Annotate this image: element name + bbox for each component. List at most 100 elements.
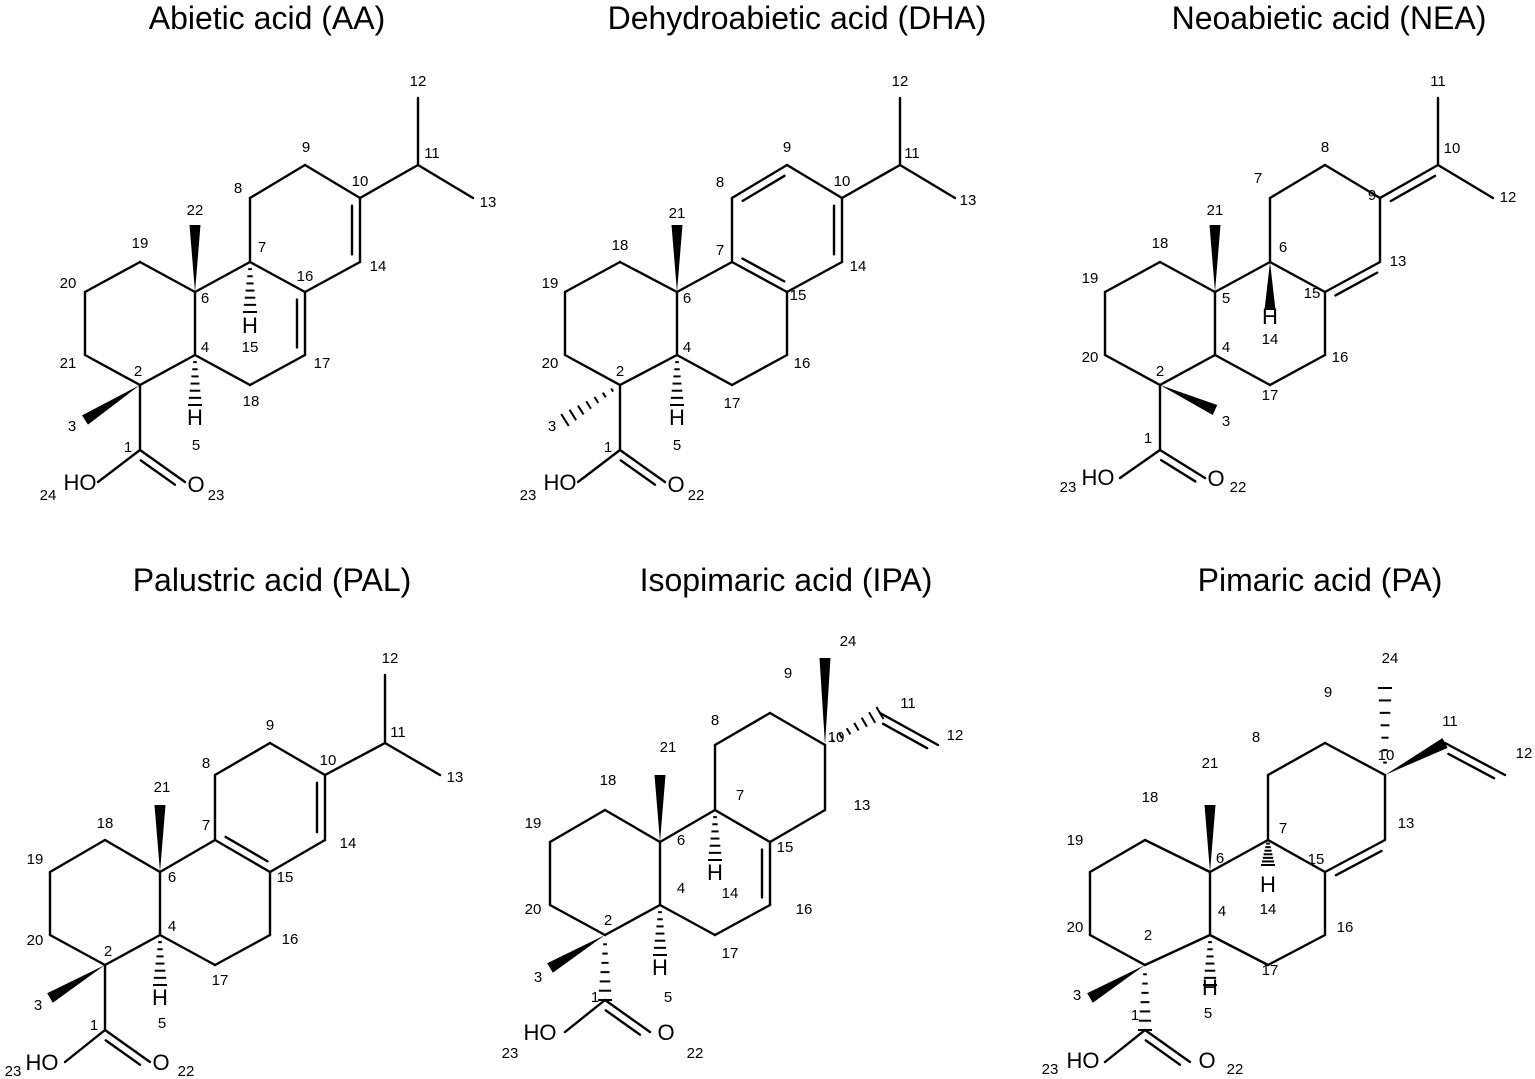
atom-number-label: 10 [828, 729, 845, 746]
bond-line [213, 933, 272, 967]
wedge-bond [547, 935, 605, 973]
atom-number-label: 20 [27, 932, 44, 949]
atom-number-label: 16 [297, 268, 314, 285]
hash-bond [860, 717, 868, 728]
atom-number-label: 2 [604, 912, 612, 929]
atom-number-label: 11 [424, 145, 440, 162]
bond-line [548, 808, 607, 844]
bond-line [785, 260, 844, 294]
bond-line [158, 838, 217, 874]
atom-number-label: 11 [390, 724, 406, 741]
atom-number-label: 16 [1332, 349, 1349, 366]
hydrogen-label: H [1202, 975, 1218, 1000]
atom-number-label: 7 [258, 239, 266, 256]
hash-bond [568, 409, 577, 421]
atom-number-label: 19 [1082, 270, 1099, 287]
atom-number-label: 23 [208, 487, 225, 504]
bond-line [268, 741, 327, 777]
bond-line [675, 353, 734, 387]
bond-line [193, 353, 252, 387]
hash-bond [845, 727, 852, 735]
panel-title-pa: Pimaric acid (PA) [1197, 562, 1443, 598]
atom-number-label: 16 [282, 931, 299, 948]
atom-number-label: 23 [1060, 479, 1077, 496]
hash-bond [585, 400, 592, 410]
atom-number-label: 14 [722, 885, 739, 902]
atom-number-label: 19 [27, 851, 44, 868]
atom-number-label: 17 [212, 972, 229, 989]
double-bond-line [604, 1009, 642, 1036]
atom-number-label: 22 [688, 487, 705, 504]
atom-number-label: 12 [1500, 189, 1517, 206]
bond-line [138, 353, 197, 387]
atom-number-label: 12 [410, 73, 427, 90]
atom-number-label: 13 [960, 192, 977, 209]
atom-number-label: 2 [104, 943, 112, 960]
atom-number-label: 2 [1156, 363, 1164, 380]
oxygen-label: O [657, 1020, 674, 1045]
atom-number-label: 13 [447, 769, 464, 786]
hash-bond [560, 413, 570, 427]
atom-number-label: 16 [796, 901, 813, 918]
bond-line [48, 933, 107, 967]
double-bond-line [1159, 458, 1197, 483]
oxygen-label: O [1198, 1048, 1215, 1073]
atom-number-label: 16 [794, 355, 811, 372]
wedge-bond [154, 805, 166, 872]
hydrogen-label: H [1262, 304, 1278, 329]
atom-number-label: 4 [168, 918, 176, 935]
atom-number-label: 15 [1304, 285, 1321, 302]
atom-number-label: 24 [840, 633, 857, 650]
wedge-bond [1264, 262, 1276, 310]
atom-number-label: 14 [340, 835, 357, 852]
atom-number-label: 13 [854, 797, 871, 814]
atom-number-label: 6 [1216, 850, 1224, 867]
bond-line [1158, 353, 1217, 387]
bond-line [1266, 741, 1327, 777]
atom-number-label: 22 [178, 1063, 195, 1079]
atom-number-label: 18 [612, 237, 629, 254]
bond-line [1268, 163, 1327, 200]
atom-number-label: 3 [1222, 413, 1230, 430]
atom-number-label: 11 [904, 145, 920, 162]
bond-line [1208, 838, 1270, 874]
atom-number-label: 18 [600, 772, 617, 789]
atom-number-label: 5 [1222, 290, 1230, 307]
bond-line [548, 903, 607, 937]
hydrogen-label: H [652, 955, 668, 980]
atom-number-label: 20 [60, 275, 77, 292]
atom-number-label: 3 [34, 997, 42, 1014]
wedge-bond [1160, 385, 1218, 416]
atom-number-label: 19 [542, 275, 559, 292]
bond-line [323, 741, 387, 777]
bond-line [768, 808, 827, 844]
bond-line [730, 163, 789, 200]
bond-line [1213, 353, 1272, 387]
bond-line [1266, 838, 1327, 874]
atom-number-label: 23 [520, 487, 537, 504]
bond-line [268, 838, 327, 874]
atom-number-label: 2 [616, 363, 624, 380]
wedge-bond [671, 225, 683, 292]
wedge-bond [1209, 225, 1221, 292]
atom-number-label: 20 [1067, 919, 1084, 936]
atom-number-label: 21 [60, 355, 77, 372]
atom-number-label: 23 [5, 1063, 22, 1079]
bond-line [713, 808, 772, 844]
atom-number-label: 23 [502, 1045, 519, 1062]
atom-number-label: 12 [1516, 745, 1533, 762]
atom-number-label: 1 [90, 1017, 98, 1034]
atom-number-label: 18 [1152, 235, 1169, 252]
bond-line [103, 933, 162, 967]
atom-number-label: 9 [302, 139, 310, 156]
atom-number-label: 6 [683, 290, 691, 307]
atom-number-label: 3 [1073, 987, 1081, 1004]
hydrogen-label: H [1260, 872, 1276, 897]
bond-line [1143, 1028, 1192, 1064]
oxygen-label: O [152, 1050, 169, 1075]
atom-number-label: 4 [201, 339, 209, 356]
bond-line [1268, 353, 1327, 387]
atom-number-label: 10 [1444, 140, 1461, 157]
